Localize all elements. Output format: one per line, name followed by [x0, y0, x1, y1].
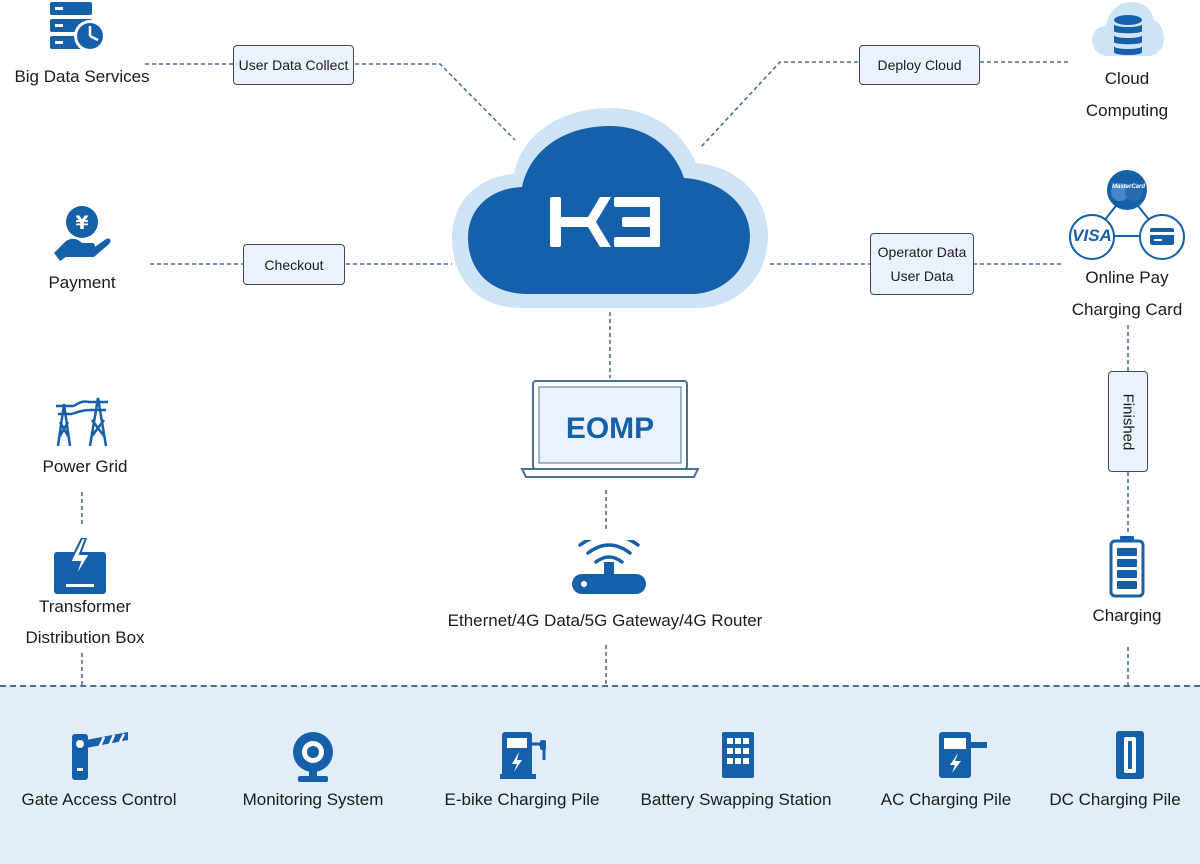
platform-cloud: [452, 108, 768, 308]
dc-charger-icon: [1116, 731, 1144, 779]
cloud-computing-label-1: Cloud: [1104, 69, 1150, 88]
power-grid-label: Power Grid: [42, 457, 128, 476]
camera-icon: [293, 732, 333, 782]
transformer-label-2: Distribution Box: [25, 628, 145, 647]
payment-hand-coin-icon: ¥: [54, 206, 111, 261]
platform-logo: [548, 193, 668, 251]
tag-operator-data-text: Operator Data: [877, 244, 967, 260]
ebike-label: E-bike Charging Pile: [444, 790, 600, 809]
mastercard-text: MasterCard: [1112, 184, 1146, 190]
ebike-charger-icon: [500, 732, 546, 779]
device-band-border: [0, 685, 1200, 687]
laptop-icon: [520, 380, 700, 478]
transformer-label-1: Transformer: [39, 597, 131, 616]
router-wifi-icon: [572, 540, 646, 594]
svg-text:¥: ¥: [75, 212, 88, 234]
visa-text: VISA: [1072, 226, 1112, 245]
gate-barrier-icon: [72, 732, 128, 780]
power-tower-icon: [56, 397, 108, 447]
battery-swap-label: Battery Swapping Station: [640, 790, 832, 809]
cloud-computing-label-2: Computing: [1085, 101, 1169, 120]
gateway-label: Ethernet/4G Data/5G Gateway/4G Router: [447, 611, 763, 630]
transformer-box-icon: [54, 538, 106, 594]
battery-cabinet-icon: [722, 732, 754, 778]
tag-operator-user-data: Operator Data User Data: [870, 233, 974, 295]
tag-finished-text: Finished: [1119, 393, 1137, 450]
tag-checkout: Checkout: [243, 244, 345, 285]
ac-charger-icon: [939, 732, 987, 778]
payment-label: Payment: [48, 273, 116, 292]
big-data-label: Big Data Services: [14, 67, 150, 86]
cloud-database-icon: [1092, 2, 1164, 56]
server-chart-icon: [50, 2, 106, 52]
card-network-icon: [1069, 170, 1185, 260]
monitoring-label: Monitoring System: [242, 790, 384, 809]
eomp-label: EOMP: [565, 412, 655, 445]
charging-card-label: Charging Card: [1071, 300, 1183, 319]
gate-access-label: Gate Access Control: [21, 790, 177, 809]
device-band: [0, 685, 1200, 864]
tag-deploy-cloud: Deploy Cloud: [859, 45, 980, 85]
h3-logo-icon: [550, 197, 660, 247]
battery-charging-icon: [1109, 536, 1145, 598]
tag-user-data-collect: User Data Collect: [233, 45, 354, 85]
tag-user-data-text: User Data: [890, 268, 954, 284]
tag-finished: Finished: [1108, 371, 1148, 472]
ac-charging-label: AC Charging Pile: [880, 790, 1012, 809]
charging-label: Charging: [1092, 606, 1162, 625]
online-pay-label: Online Pay: [1085, 268, 1169, 287]
dc-charging-label: DC Charging Pile: [1049, 790, 1181, 809]
